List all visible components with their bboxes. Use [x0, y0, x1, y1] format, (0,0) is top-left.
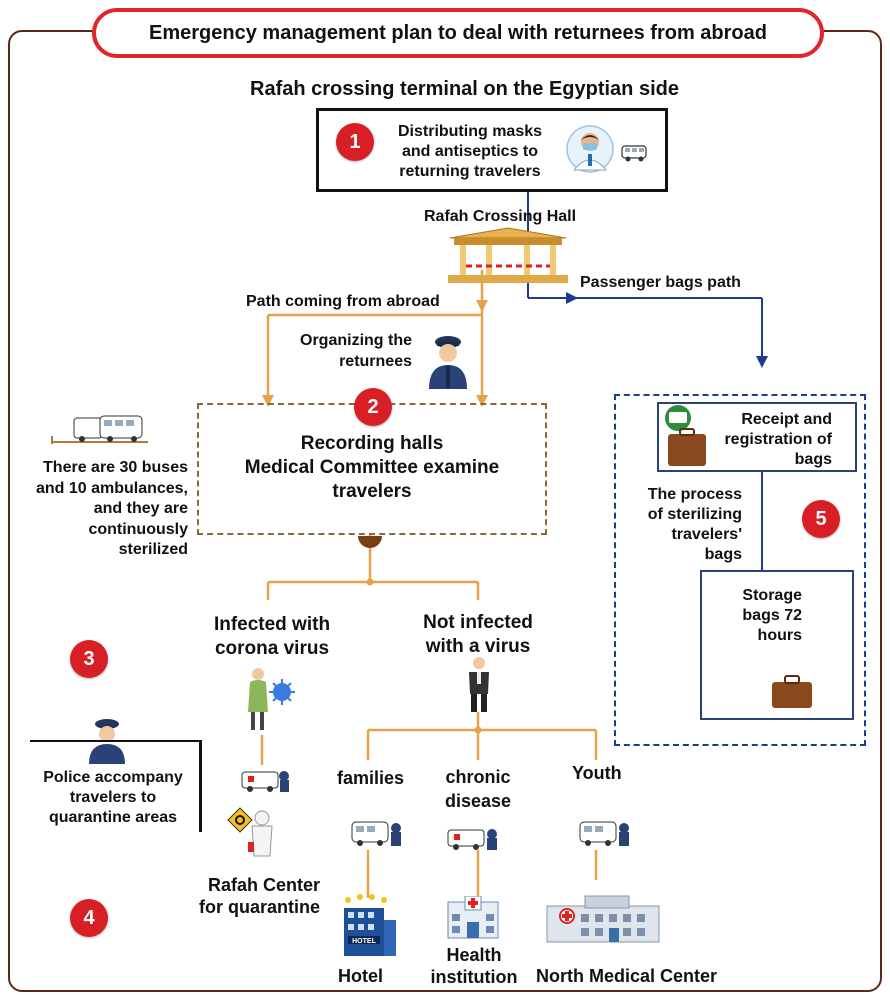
step3-number-badge: 3 — [70, 640, 108, 678]
ambulance-icon — [241, 771, 289, 792]
step2-text: Recording halls Medical Committee examin… — [197, 432, 547, 504]
hotel-label: Hotel — [338, 966, 383, 986]
bus-police-icon — [351, 821, 401, 846]
hospital-icon — [447, 896, 499, 939]
hotel-sign: HOTEL — [352, 938, 376, 945]
receipt-line: Receipt and — [741, 411, 832, 428]
step5-region — [614, 394, 866, 746]
step1-number-badge: 1 — [336, 123, 374, 161]
healthy-man-icon — [469, 657, 489, 712]
infected-person-icon — [248, 668, 295, 730]
storage-line: bags 72 — [742, 607, 802, 624]
health-line: institution — [430, 967, 518, 987]
step2-line: Medical Committee examine — [244, 457, 500, 478]
subtitle: Rafah crossing terminal on the Egyptian … — [250, 78, 679, 100]
sterilizing-text: The process of sterilizing travelers' ba… — [620, 485, 742, 565]
luggage-icon — [772, 675, 812, 708]
ambulance-icon — [447, 829, 497, 850]
organizing-text: Organizing the returnees — [250, 330, 412, 372]
chronic-line: disease — [444, 791, 512, 811]
bus-icon — [621, 145, 647, 162]
receipt-line: bags — [794, 451, 832, 468]
buses-line: sterilized — [118, 541, 188, 558]
step2-number-badge: 2 — [354, 388, 392, 426]
police-line: quarantine areas — [48, 809, 178, 826]
storage-line: hours — [757, 627, 802, 644]
rafah-center-line: Rafah Center — [207, 875, 320, 895]
hotel-icon: HOTEL — [344, 894, 396, 956]
receipt-line: registration of — [724, 431, 832, 448]
step5-number-badge: 5 — [802, 500, 840, 538]
step4-number-badge: 4 — [70, 899, 108, 937]
receipt-text: Receipt and registration of bags — [712, 410, 832, 470]
infected-line: Infected with — [213, 614, 331, 635]
not-infected-line: Not infected — [423, 612, 533, 633]
storage-text: Storage bags 72 hours — [700, 586, 802, 646]
police-line: travelers to — [69, 789, 157, 806]
sterilizing-line: The process — [647, 486, 742, 503]
crossing-hall-icon — [448, 227, 568, 283]
police-note: Police accompany travelers to quarantine… — [30, 768, 196, 828]
ambulance-bus-icon — [51, 415, 148, 444]
chronic-label: chronic disease — [420, 765, 536, 813]
organizing-line: returnees — [339, 353, 412, 370]
health-label: Health institution — [420, 944, 528, 988]
medical-center-icon — [546, 895, 660, 943]
step2-line: travelers — [332, 481, 412, 502]
step1-text: Distributing masks and antiseptics to re… — [382, 122, 558, 182]
biohazard-worker-icon — [227, 807, 273, 857]
police-officer-icon — [429, 336, 467, 389]
sterilizing-line: travelers' — [671, 526, 742, 543]
health-line: Health — [446, 945, 502, 965]
chronic-line: chronic — [445, 767, 511, 787]
step1-line: returning travelers — [399, 163, 541, 180]
infected-label: Infected with corona virus — [192, 613, 352, 661]
buses-line: continuously — [88, 520, 188, 538]
north-medical-label: North Medical Center — [536, 966, 718, 986]
police-note-box — [30, 740, 202, 832]
youth-label: Youth — [572, 763, 622, 783]
families-label: families — [337, 768, 405, 788]
buses-note: There are 30 buses and 10 ambulances, an… — [20, 458, 188, 561]
rafah-center-line: for quarantine — [198, 897, 320, 917]
crossing-hall-label: Rafah Crossing Hall — [424, 208, 577, 225]
sterilizing-line: of sterilizing — [647, 506, 742, 523]
buses-line: There are 30 buses — [43, 459, 188, 476]
not-infected-label: Not infected with a virus — [398, 611, 558, 659]
bus-bag-icon — [665, 405, 706, 466]
police-line: Police accompany — [43, 769, 183, 786]
sterilizing-line: bags — [704, 546, 742, 563]
police-officer-icon — [89, 719, 125, 764]
storage-line: Storage — [742, 587, 802, 604]
step1-line: Distributing masks — [397, 123, 543, 140]
organizing-line: Organizing the — [300, 332, 412, 349]
page-title: Emergency management plan to deal with r… — [92, 8, 824, 58]
infected-line: corona virus — [214, 638, 330, 659]
rafah-center-label: Rafah Center for quarantine — [160, 874, 320, 918]
path-abroad-label: Path coming from abroad — [246, 293, 440, 310]
step2-line: Recording halls — [300, 433, 444, 454]
bags-path-label: Passenger bags path — [580, 274, 741, 291]
buses-line: and 10 ambulances, — [35, 479, 188, 497]
doctor-mask-icon — [566, 125, 614, 173]
not-infected-line: with a virus — [425, 636, 531, 657]
step1-line: and antiseptics to — [401, 143, 539, 160]
buses-line: and they are — [93, 500, 188, 517]
bus-police-icon — [579, 821, 629, 846]
step1-box — [316, 108, 668, 192]
